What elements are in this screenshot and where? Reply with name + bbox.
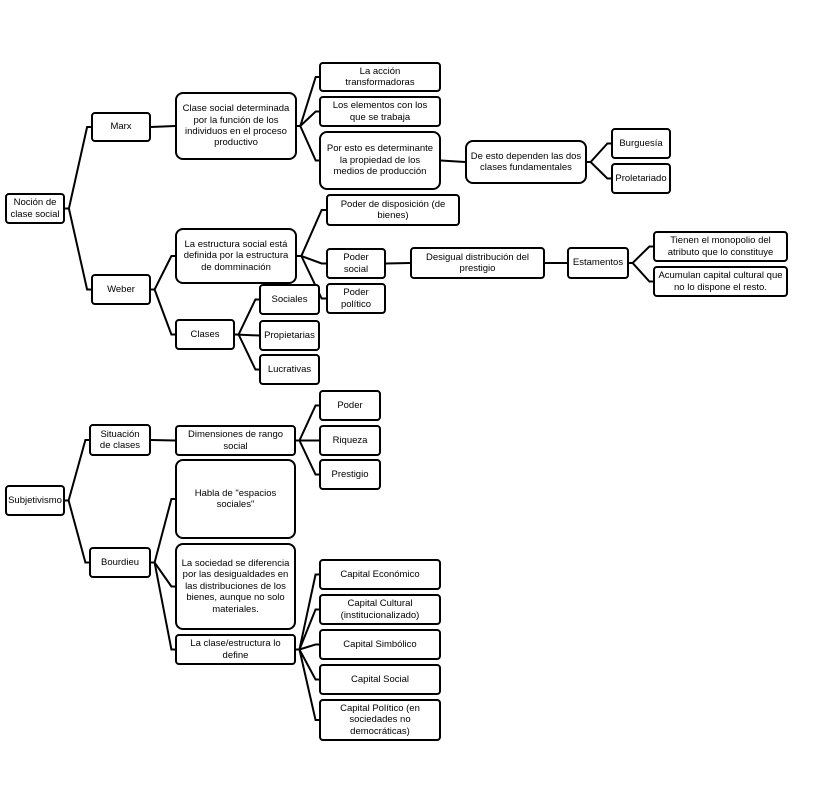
node-nocion-clase-social: Noción de clase social: [5, 193, 65, 224]
node-poder: Poder: [319, 390, 381, 421]
connector-clase_estructura-cap_politico: [296, 648, 319, 721]
node-dos-clases: De esto dependen las dos clases fundamen…: [465, 140, 587, 184]
connector-situacion-dimensiones: [150, 439, 176, 442]
node-capital-economico: Capital Económico: [319, 559, 441, 590]
connector-weber_def-poder_politico: [297, 255, 326, 300]
node-poder-social: Poder social: [326, 248, 386, 279]
connector-clases-lucrativas: [235, 333, 259, 371]
connector-dos_clases-burguesia: [587, 142, 611, 163]
connector-nocion-marx: [65, 126, 91, 210]
node-poder-disposicion: Poder de disposición (de bienes): [326, 194, 460, 226]
node-bourdieu: Bourdieu: [89, 547, 151, 578]
node-situacion-de-clases: Situación de clases: [89, 424, 151, 456]
node-capital-cultural: Capital Cultural (institucionalizado): [319, 594, 441, 625]
node-subjetivismo: Subjetivismo: [5, 485, 65, 516]
connector-dimensiones-prestigio: [296, 439, 319, 476]
connector-estamentos-monopolio: [629, 245, 653, 264]
node-dimensiones-rango-social: Dimensiones de rango social: [175, 425, 296, 456]
node-clase-estructura: La clase/estructura lo define: [175, 634, 296, 665]
node-poder-politico: Poder político: [326, 283, 386, 314]
node-espacios-sociales: Habla de "espacios sociales": [175, 459, 296, 539]
node-marx-definicion: Clase social determinada por la función …: [175, 92, 297, 160]
connector-weber_def-poder_disposicion: [297, 209, 326, 257]
connector-propiedad-dos_clases: [440, 159, 466, 163]
connector-bourdieu-clase_estructura: [151, 561, 175, 651]
connector-nocion-weber: [65, 207, 91, 291]
node-propietarias: Propietarias: [259, 320, 320, 351]
connector-subjetivismo-bourdieu: [65, 499, 89, 564]
node-marx: Marx: [91, 112, 151, 142]
node-sociedad-se-diferencia: La sociedad se diferencia por las desigu…: [175, 543, 296, 630]
node-riqueza: Riqueza: [319, 425, 381, 456]
connector-subjetivismo-situacion: [65, 439, 89, 502]
node-monopolio-atributo: Tienen el monopolio del atributo que lo …: [653, 231, 788, 262]
node-estamentos: Estamentos: [567, 247, 629, 279]
node-sociales: Sociales: [259, 284, 320, 315]
node-desigual-distribucion: Desigual distribución del prestigio: [410, 247, 545, 279]
connector-poder_social-desigual: [385, 262, 411, 265]
node-proletariado: Proletariado: [611, 163, 671, 194]
node-clases: Clases: [175, 319, 235, 350]
connector-weber-weber_def: [151, 255, 175, 291]
node-accion-transformadora: La acción transformadoras: [319, 62, 441, 92]
connector-dos_clases-proletariado: [587, 161, 611, 180]
connector-clase_estructura-cap_social: [296, 648, 319, 681]
connector-bourdieu-espacios: [151, 498, 175, 564]
node-capital-social: Capital Social: [319, 664, 441, 695]
connector-estamentos-capital_cultural_q: [629, 262, 653, 283]
connector-clases-sociales: [235, 298, 259, 336]
node-capital-simbolico: Capital Simbólico: [319, 629, 441, 660]
node-propiedad-medios: Por esto es determinante la propiedad de…: [319, 131, 441, 190]
connector-weber-clases: [151, 288, 175, 336]
node-burguesia: Burguesía: [611, 128, 671, 159]
node-acumulan-capital-cultural: Acumulan capital cultural que no lo disp…: [653, 266, 788, 297]
node-lucrativas: Lucrativas: [259, 354, 320, 385]
connector-dimensiones-poder: [296, 404, 319, 442]
connector-marx_def-propiedad: [297, 125, 319, 162]
node-weber-definicion: La estructura social está definida por l…: [175, 228, 297, 284]
node-prestigio: Prestigio: [319, 459, 381, 490]
connector-marx-marx_def: [150, 125, 176, 128]
node-elementos-trabajo: Los elementos con los que se trabaja: [319, 96, 441, 127]
node-capital-politico: Capital Político (en sociedades no democ…: [319, 699, 441, 741]
node-weber: Weber: [91, 274, 151, 305]
